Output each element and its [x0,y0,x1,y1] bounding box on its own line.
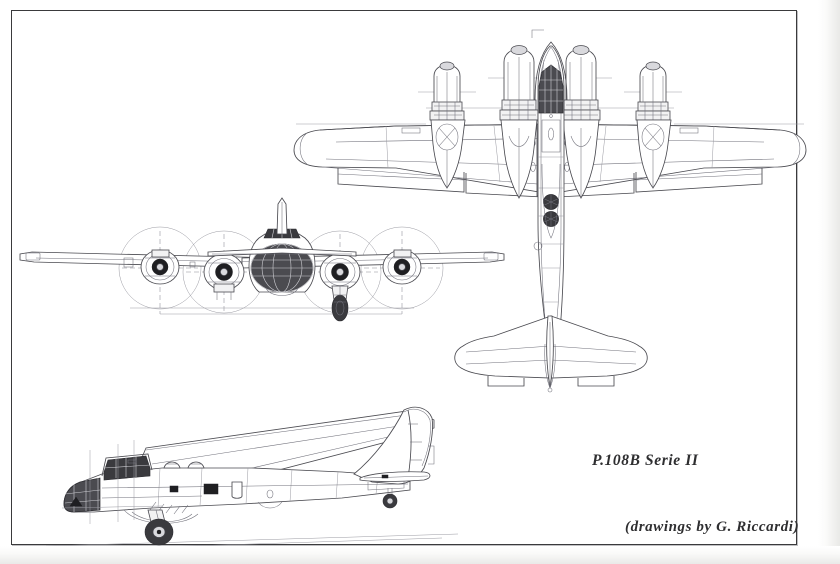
front-fuselage [248,228,316,296]
front-engine-inner-right [319,253,361,291]
plan-tailplane [454,315,648,393]
drawing-credit-caption: (drawings by G. Riccardi) [625,519,800,535]
nacelle-inner-left [488,45,552,199]
side-fuselage [63,453,411,524]
front-landing-gear [331,285,349,322]
side-main-gear [144,509,174,546]
front-engine-outer-right [382,249,422,285]
front-tailplane [207,247,357,257]
paper-edge-right [818,0,840,564]
front-engine-inner-left [203,253,245,300]
side-reference-lines [61,440,163,524]
side-view [42,398,462,558]
plan-view [276,16,824,396]
side-tail-fin [353,406,435,491]
paper-edge-bottom [0,546,840,564]
front-view [12,196,512,336]
drawing-title-caption: P.108B Serie II [592,452,699,469]
nacelle-outer-right [624,61,682,189]
side-ground-line [45,533,459,547]
side-tail-wheel [382,488,398,509]
nacelle-outer-left [418,61,476,189]
front-engine-outer-left [140,249,180,285]
nacelle-inner-right [548,45,612,199]
front-vertical-fin [276,197,288,235]
